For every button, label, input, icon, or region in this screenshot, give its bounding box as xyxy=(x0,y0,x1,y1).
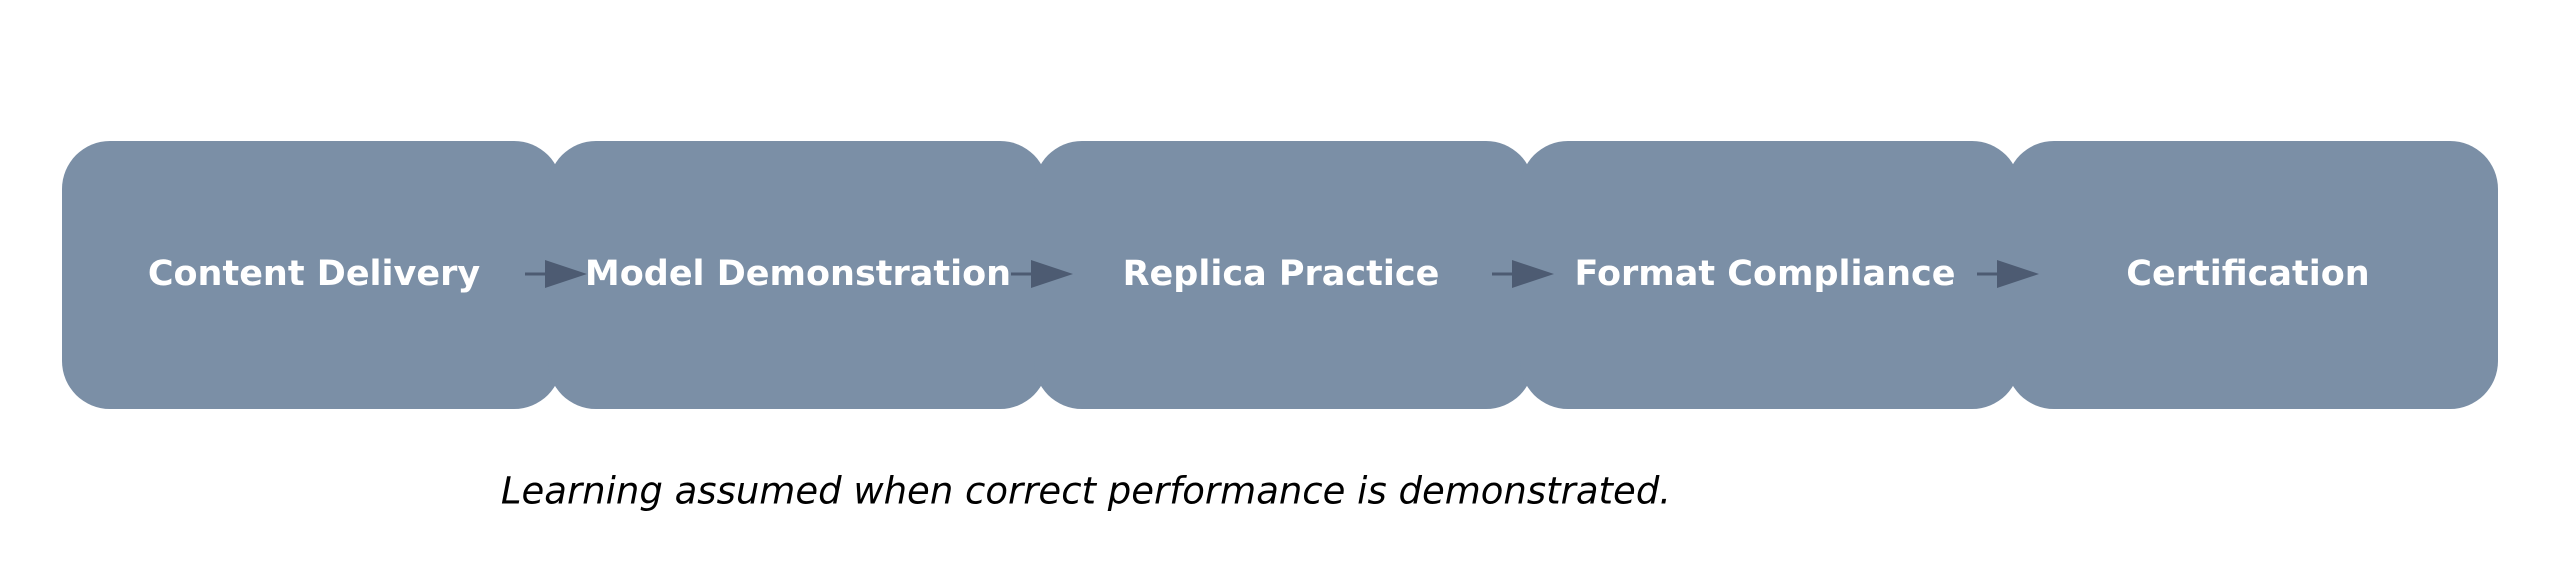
arrow-head xyxy=(1031,260,1073,288)
stage-box xyxy=(1520,141,2020,409)
stage-box xyxy=(1034,141,1534,409)
arrow-head xyxy=(1997,260,2039,288)
stage-label-model-demonstration: Model Demonstration xyxy=(585,254,1011,294)
arrow-1 xyxy=(525,260,587,288)
stage-box xyxy=(2006,141,2498,409)
stage-label-replica-practice: Replica Practice xyxy=(1123,254,1440,294)
arrow-head xyxy=(545,260,587,288)
stage-box xyxy=(62,141,562,409)
arrow-2 xyxy=(1011,260,1073,288)
stage-format-compliance xyxy=(1520,141,2020,409)
arrow-head xyxy=(1512,260,1554,288)
arrow-4 xyxy=(1977,260,2039,288)
stage-label-format-compliance: Format Compliance xyxy=(1574,254,1955,294)
diagram-caption: Learning assumed when correct performanc… xyxy=(501,470,1671,513)
stage-content-delivery xyxy=(62,141,562,409)
stage-certification xyxy=(2006,141,2498,409)
stage-model-demonstration xyxy=(548,141,1048,409)
stage-box xyxy=(548,141,1048,409)
stage-label-content-delivery: Content Delivery xyxy=(148,254,481,294)
stage-label-certification: Certification xyxy=(2126,254,2369,294)
stage-replica-practice xyxy=(1034,141,1534,409)
arrow-3 xyxy=(1492,260,1554,288)
